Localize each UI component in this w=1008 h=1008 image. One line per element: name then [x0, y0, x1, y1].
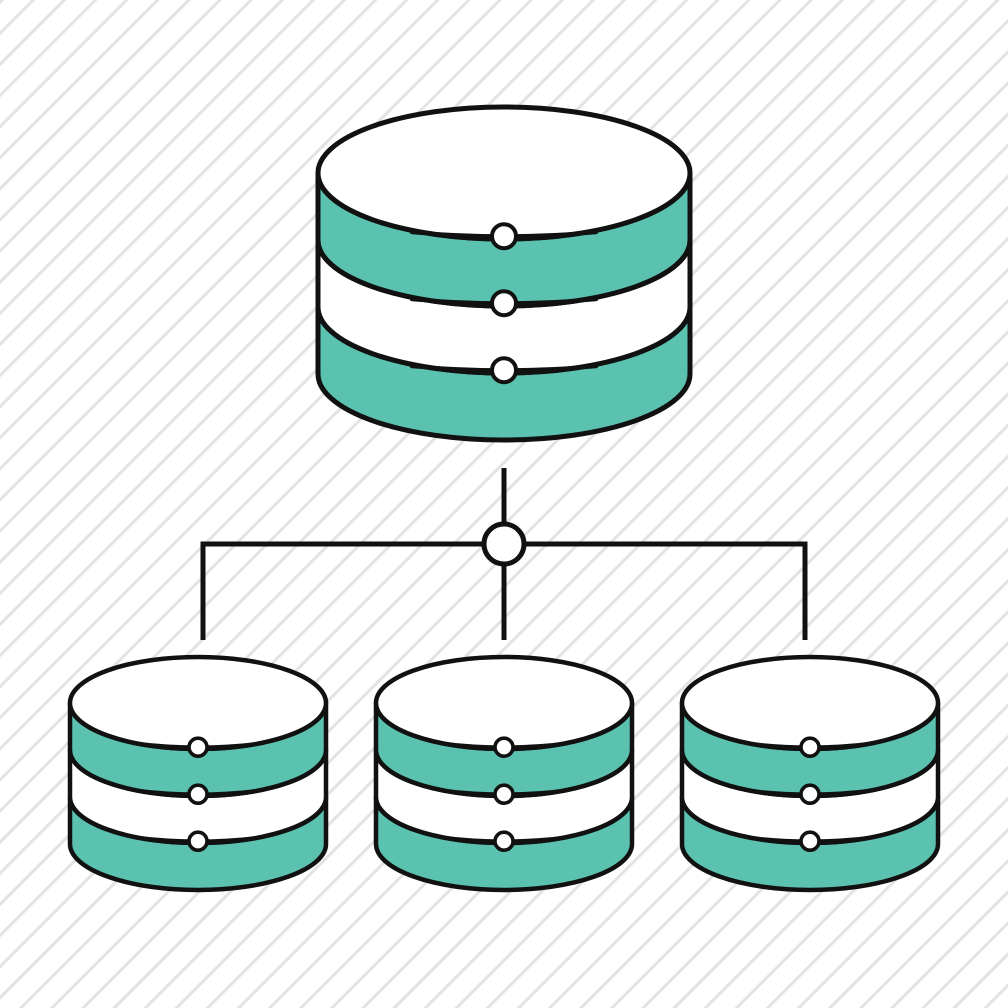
drive-indicator-icon — [493, 736, 515, 759]
drive-indicator-icon — [490, 289, 518, 318]
drive-indicator-icon — [799, 736, 821, 759]
drive-indicator-icon — [187, 736, 209, 759]
drive-indicator-icon — [187, 830, 209, 853]
database-top — [67, 654, 329, 752]
child-database-icon — [679, 654, 941, 893]
drive-indicator-icon — [493, 830, 515, 853]
database-top — [679, 654, 941, 752]
database-top — [315, 104, 693, 242]
child-database-icon — [373, 654, 635, 893]
drive-indicator-icon — [490, 356, 518, 385]
database-top — [373, 654, 635, 752]
central-database-icon — [315, 104, 693, 443]
drive-indicator-icon — [799, 830, 821, 853]
drive-indicator-icon — [799, 783, 821, 806]
child-database-icon — [67, 654, 329, 893]
connector-branch-left — [200, 541, 483, 640]
drive-indicator-icon — [493, 783, 515, 806]
network-hub-icon — [200, 468, 808, 640]
drive-indicator-icon — [490, 222, 518, 251]
drive-indicator-icon — [187, 783, 209, 806]
connector-branch-right — [525, 541, 808, 640]
hub-node-icon — [481, 521, 527, 567]
